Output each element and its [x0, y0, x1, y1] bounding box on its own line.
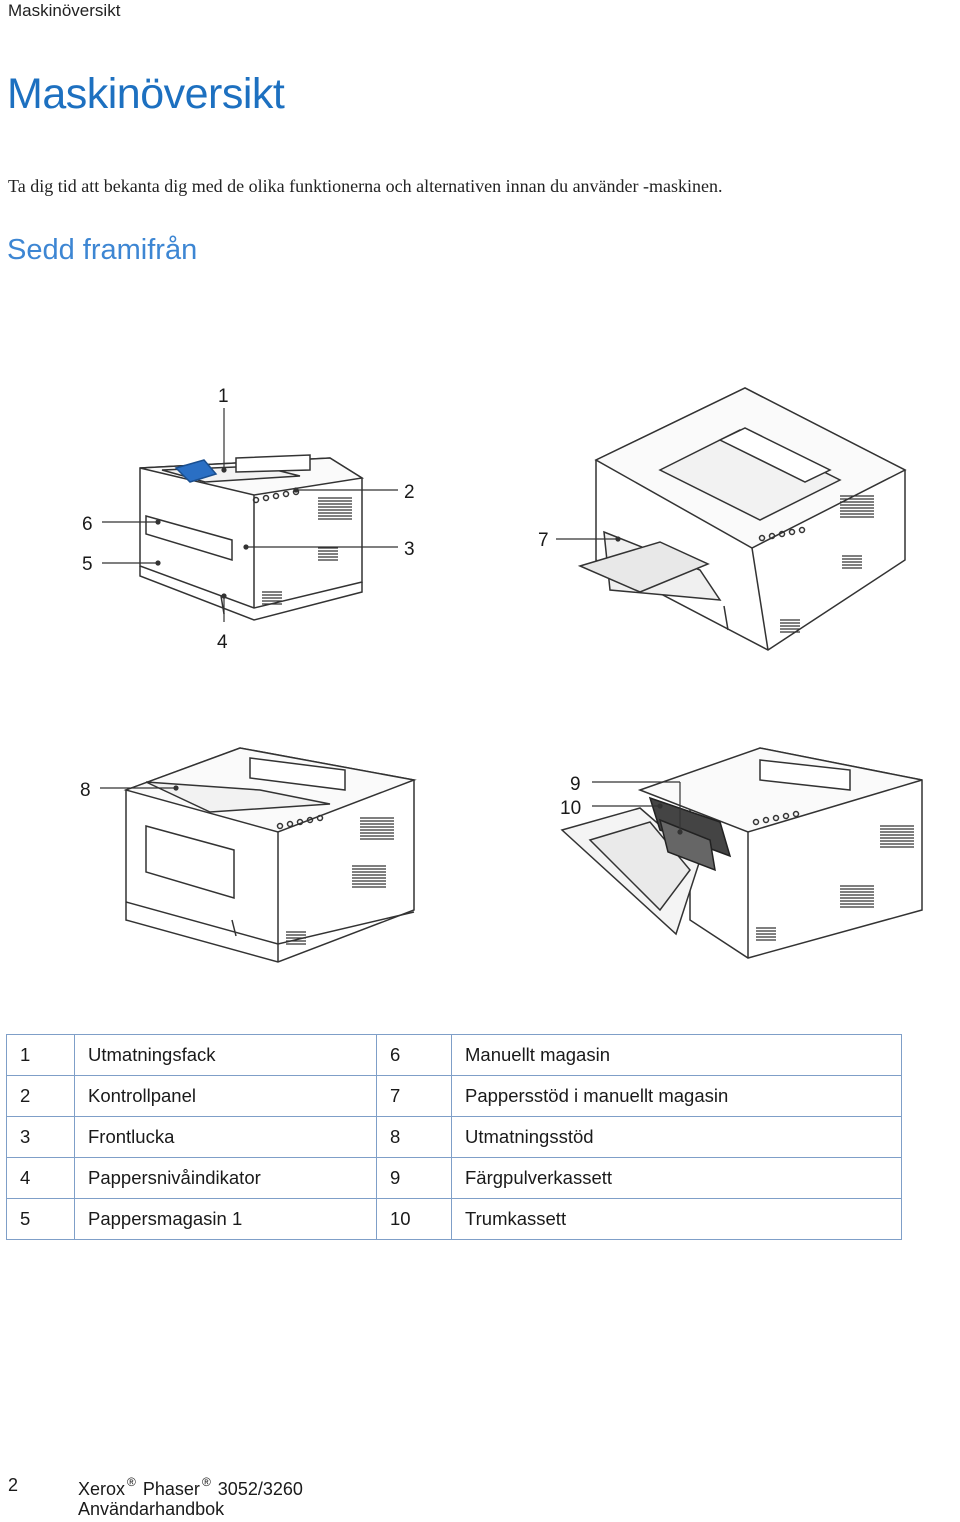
printer-output-support-view: [123, 747, 417, 963]
callout-8: 8: [80, 780, 91, 801]
table-row: 4 Pappersnivåindikator 9 Färgpulverkasse…: [6, 1157, 902, 1199]
part-number: 1: [6, 1034, 75, 1076]
registered-mark: ®: [127, 1475, 136, 1489]
product-name: Xerox® Phaser® 3052/3260: [78, 1475, 303, 1500]
brand-name: Xerox: [78, 1479, 126, 1499]
part-number: 7: [376, 1075, 452, 1117]
callout-5: 5: [82, 554, 93, 575]
table-row: 2 Kontrollpanel 7 Pappersstöd i manuellt…: [6, 1075, 902, 1117]
section-subtitle: Sedd framifrån: [7, 234, 198, 266]
printer-manual-feed-view: [577, 387, 907, 651]
printer-front-view: [139, 454, 365, 621]
part-number: 6: [376, 1034, 452, 1076]
page-title: Maskinöversikt: [7, 70, 285, 118]
part-number: 4: [6, 1157, 75, 1199]
model-number: 3052/3260: [217, 1479, 303, 1499]
part-name: Pappersmagasin 1: [74, 1198, 377, 1240]
callout-6: 6: [82, 514, 93, 535]
registered-mark: ®: [201, 1475, 211, 1489]
page-number: 2: [8, 1475, 19, 1495]
part-name: Trumkassett: [451, 1198, 902, 1240]
callout-4: 4: [217, 632, 228, 653]
part-name: Pappersstöd i manuellt magasin: [451, 1075, 902, 1117]
guide-title: Användarhandbok: [78, 1499, 225, 1519]
callout-10: 10: [560, 798, 581, 819]
printer-open-cover-view: [560, 747, 923, 959]
callout-7: 7: [538, 530, 549, 551]
part-name: Kontrollpanel: [74, 1075, 377, 1117]
running-header: Maskinöversikt: [8, 1, 121, 20]
part-name: Utmatningsstöd: [451, 1116, 902, 1158]
intro-text: Ta dig tid att bekanta dig med de olika …: [8, 176, 723, 196]
part-number: 8: [376, 1116, 452, 1158]
part-name: Pappersnivåindikator: [74, 1157, 377, 1199]
model-name: Phaser: [142, 1479, 200, 1499]
callout-3: 3: [404, 539, 415, 560]
parts-legend-table: 1 Utmatningsfack 6 Manuellt magasin 2 Ko…: [6, 1034, 902, 1240]
part-name: Frontlucka: [74, 1116, 377, 1158]
part-name: Färgpulverkassett: [451, 1157, 902, 1199]
part-number: 5: [6, 1198, 75, 1240]
table-row: 3 Frontlucka 8 Utmatningsstöd: [6, 1116, 902, 1158]
printer-illustrations: 1 2 3 4 5 6 7 8 9 10: [80, 386, 923, 963]
part-number: 9: [376, 1157, 452, 1199]
callout-1: 1: [218, 386, 229, 407]
part-number: 10: [376, 1198, 452, 1240]
part-name: Manuellt magasin: [451, 1034, 902, 1076]
table-row: 1 Utmatningsfack 6 Manuellt magasin: [6, 1034, 902, 1076]
table-row: 5 Pappersmagasin 1 10 Trumkassett: [6, 1198, 902, 1240]
callout-leaders: [100, 408, 683, 835]
part-name: Utmatningsfack: [74, 1034, 377, 1076]
part-number: 2: [6, 1075, 75, 1117]
callout-9: 9: [570, 774, 581, 795]
part-number: 3: [6, 1116, 75, 1158]
callout-2: 2: [404, 482, 415, 503]
